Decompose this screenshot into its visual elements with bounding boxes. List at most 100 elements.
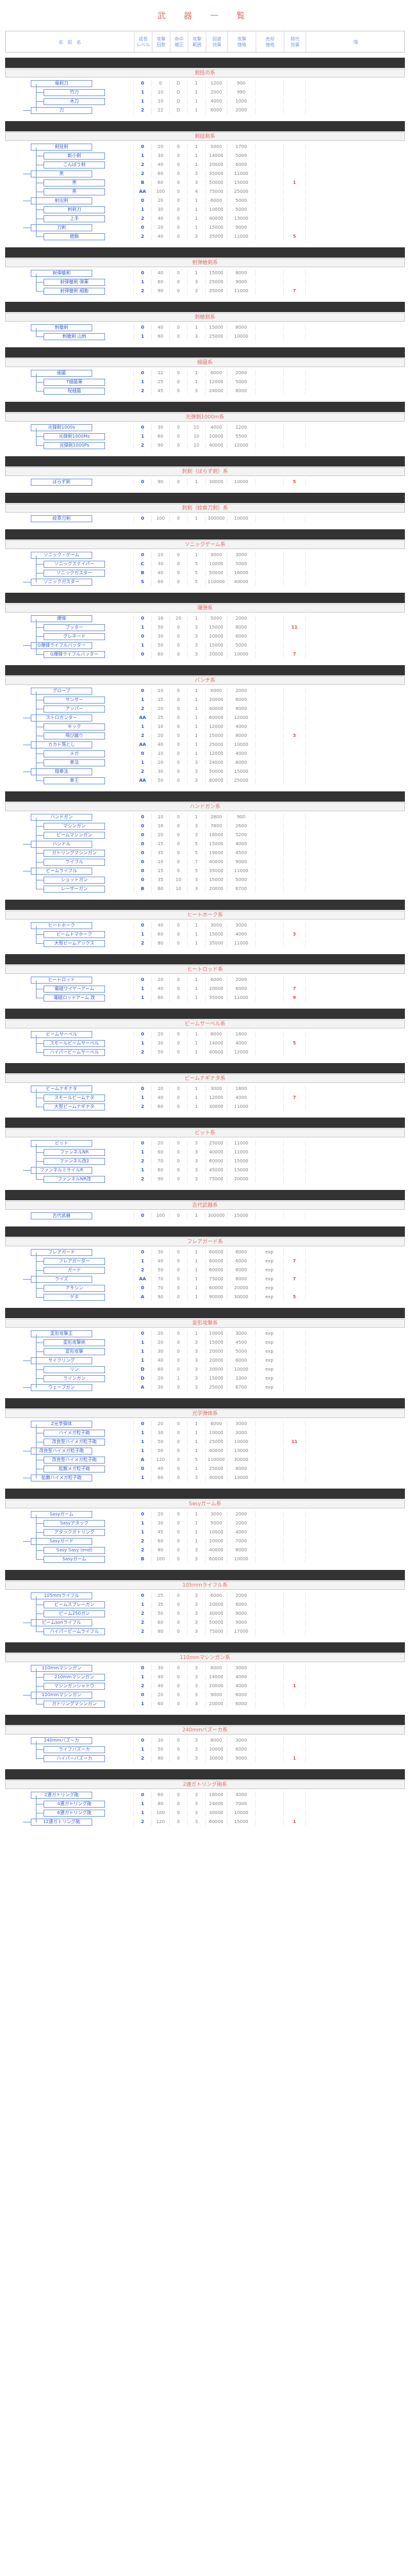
cell-evade: 9000 [205,1692,227,1699]
cell-stage [305,479,405,486]
cell-price: 6000 [227,986,255,993]
cell-price: 2000 [227,977,255,984]
tree-connector [23,1360,31,1361]
cell-price: 5000 [227,206,255,213]
weapon-name: 刺槍剣 [31,324,92,331]
weapon-name: ビームトマホーク [44,931,105,938]
cell-stage [305,1665,405,1672]
cell-range: 1 [187,615,205,622]
tree-connector [36,556,37,582]
tree-connector [36,328,37,337]
weapon-name: ビームsonライフル [31,1619,92,1626]
cell-price: 1700 [227,144,255,151]
cell-stage [305,1601,405,1608]
tree-connector [36,627,44,628]
cell-level: AA [133,188,151,195]
weapon-name: カカト落とし [31,741,92,748]
cell-sell [255,688,283,695]
cell-sell [255,1547,283,1554]
tree-connector [23,227,31,228]
cell-level: 2 [133,1610,151,1617]
tree-connector [36,1369,44,1370]
section-divider [5,1308,405,1318]
cell-range: 3 [187,1601,205,1608]
cell-level: D [133,1375,151,1382]
column-header: 階 [306,31,406,53]
cell-price: 8000 [227,1547,255,1554]
cell-sell [255,1755,283,1762]
weapon-name: ファンネルNR改 [44,1176,105,1183]
cell-evade: 300000 [205,515,227,522]
cell-stage [305,759,405,766]
cell-sell [255,288,283,295]
cell-price: 6000 [227,1249,255,1256]
weapon-name: 電磁ワイヤーアーム [44,986,105,993]
cell-range: 1 [187,1276,205,1283]
cell-sell [255,1619,283,1626]
cell-era [283,1103,305,1110]
section-title: 刺槍剣系 [5,313,405,322]
cell-level: 2 [133,1628,151,1635]
cell-evade: 20000 [205,1746,227,1753]
cell-evade: 20000 [205,1538,227,1545]
column-header: 時代 効果 [284,31,306,53]
tree-connector [36,1515,37,1560]
cell-era [283,859,305,866]
tree-connector [36,1144,37,1180]
cell-hit: 0 [169,233,187,240]
cell-hit: 0 [169,1276,187,1283]
cell-level: 1 [133,1474,151,1482]
cell-hit: 0 [169,1285,187,1292]
cell-sell [255,515,283,522]
cell-stage [305,388,405,395]
cell-stage [305,333,405,340]
cell-evade: 25000 [205,1140,227,1147]
cell-attacks: 40 [151,1466,169,1473]
tree-connector [36,1161,44,1162]
cell-era [283,1466,305,1473]
cell-attacks: 20 [151,706,169,713]
cell-evade: 40000 [205,1547,227,1554]
cell-evade: 50000 [205,1619,227,1626]
cell-price: 10000 [227,1556,255,1563]
cell-hit: 0 [169,379,187,386]
cell-attacks: 50 [151,1267,169,1274]
cell-level: 2 [133,706,151,713]
cell-stage [305,1294,405,1301]
cell-range: 3 [187,1556,205,1563]
cell-attacks: 80 [151,1628,169,1635]
cell-era [283,1375,305,1382]
cell-price: 9000 [227,1619,255,1626]
weapon-name: ハンドガン [31,814,92,821]
cell-era [283,206,305,213]
cell-era [283,80,305,87]
cell-range: 3 [187,1149,205,1156]
cell-stage [305,823,405,830]
tree-connector [36,84,37,111]
weapon-name: フレアガード [31,1249,92,1256]
cell-evade: 6000 [205,977,227,984]
cell-stage [305,215,405,222]
cell-level: 0 [133,1466,151,1473]
cell-attacks: 40 [151,233,169,240]
cell-price: 15000 [227,1212,255,1219]
cell-price: 4000 [227,1674,255,1681]
cell-era [283,1330,305,1337]
cell-hit: 0 [169,1601,187,1608]
tree-connector [36,1270,44,1271]
tree-connector [36,862,44,863]
cell-sell [255,161,283,169]
cell-hit: 0 [169,1448,187,1455]
weapon-name: 上手 [44,215,105,222]
tree-connector [36,336,44,337]
weapon-name: キック [44,723,105,731]
